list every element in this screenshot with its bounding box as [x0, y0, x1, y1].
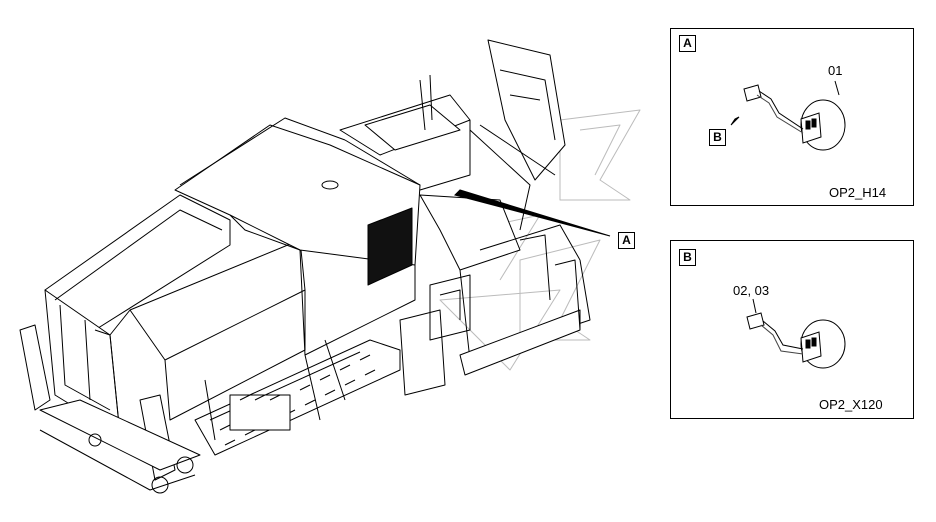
reference-code: OP2_X120: [819, 397, 883, 412]
callout-label-a: A: [618, 232, 635, 249]
connector-drawing: [730, 80, 846, 151]
reference-code: OP2_H14: [829, 185, 887, 200]
panel-label-b: B: [679, 249, 696, 266]
connector-label-b: B: [709, 129, 726, 146]
panel-label-a: A: [679, 35, 696, 52]
item-number: 02, 03: [733, 283, 770, 298]
connector-drawing: [746, 298, 846, 369]
callout-leader: [454, 189, 611, 237]
item-number: 01: [828, 63, 843, 78]
detail-panel-b: B 02, 03 OP2_X120: [670, 240, 914, 419]
detail-panel-a: A 01 B OP2_H14: [670, 28, 914, 206]
